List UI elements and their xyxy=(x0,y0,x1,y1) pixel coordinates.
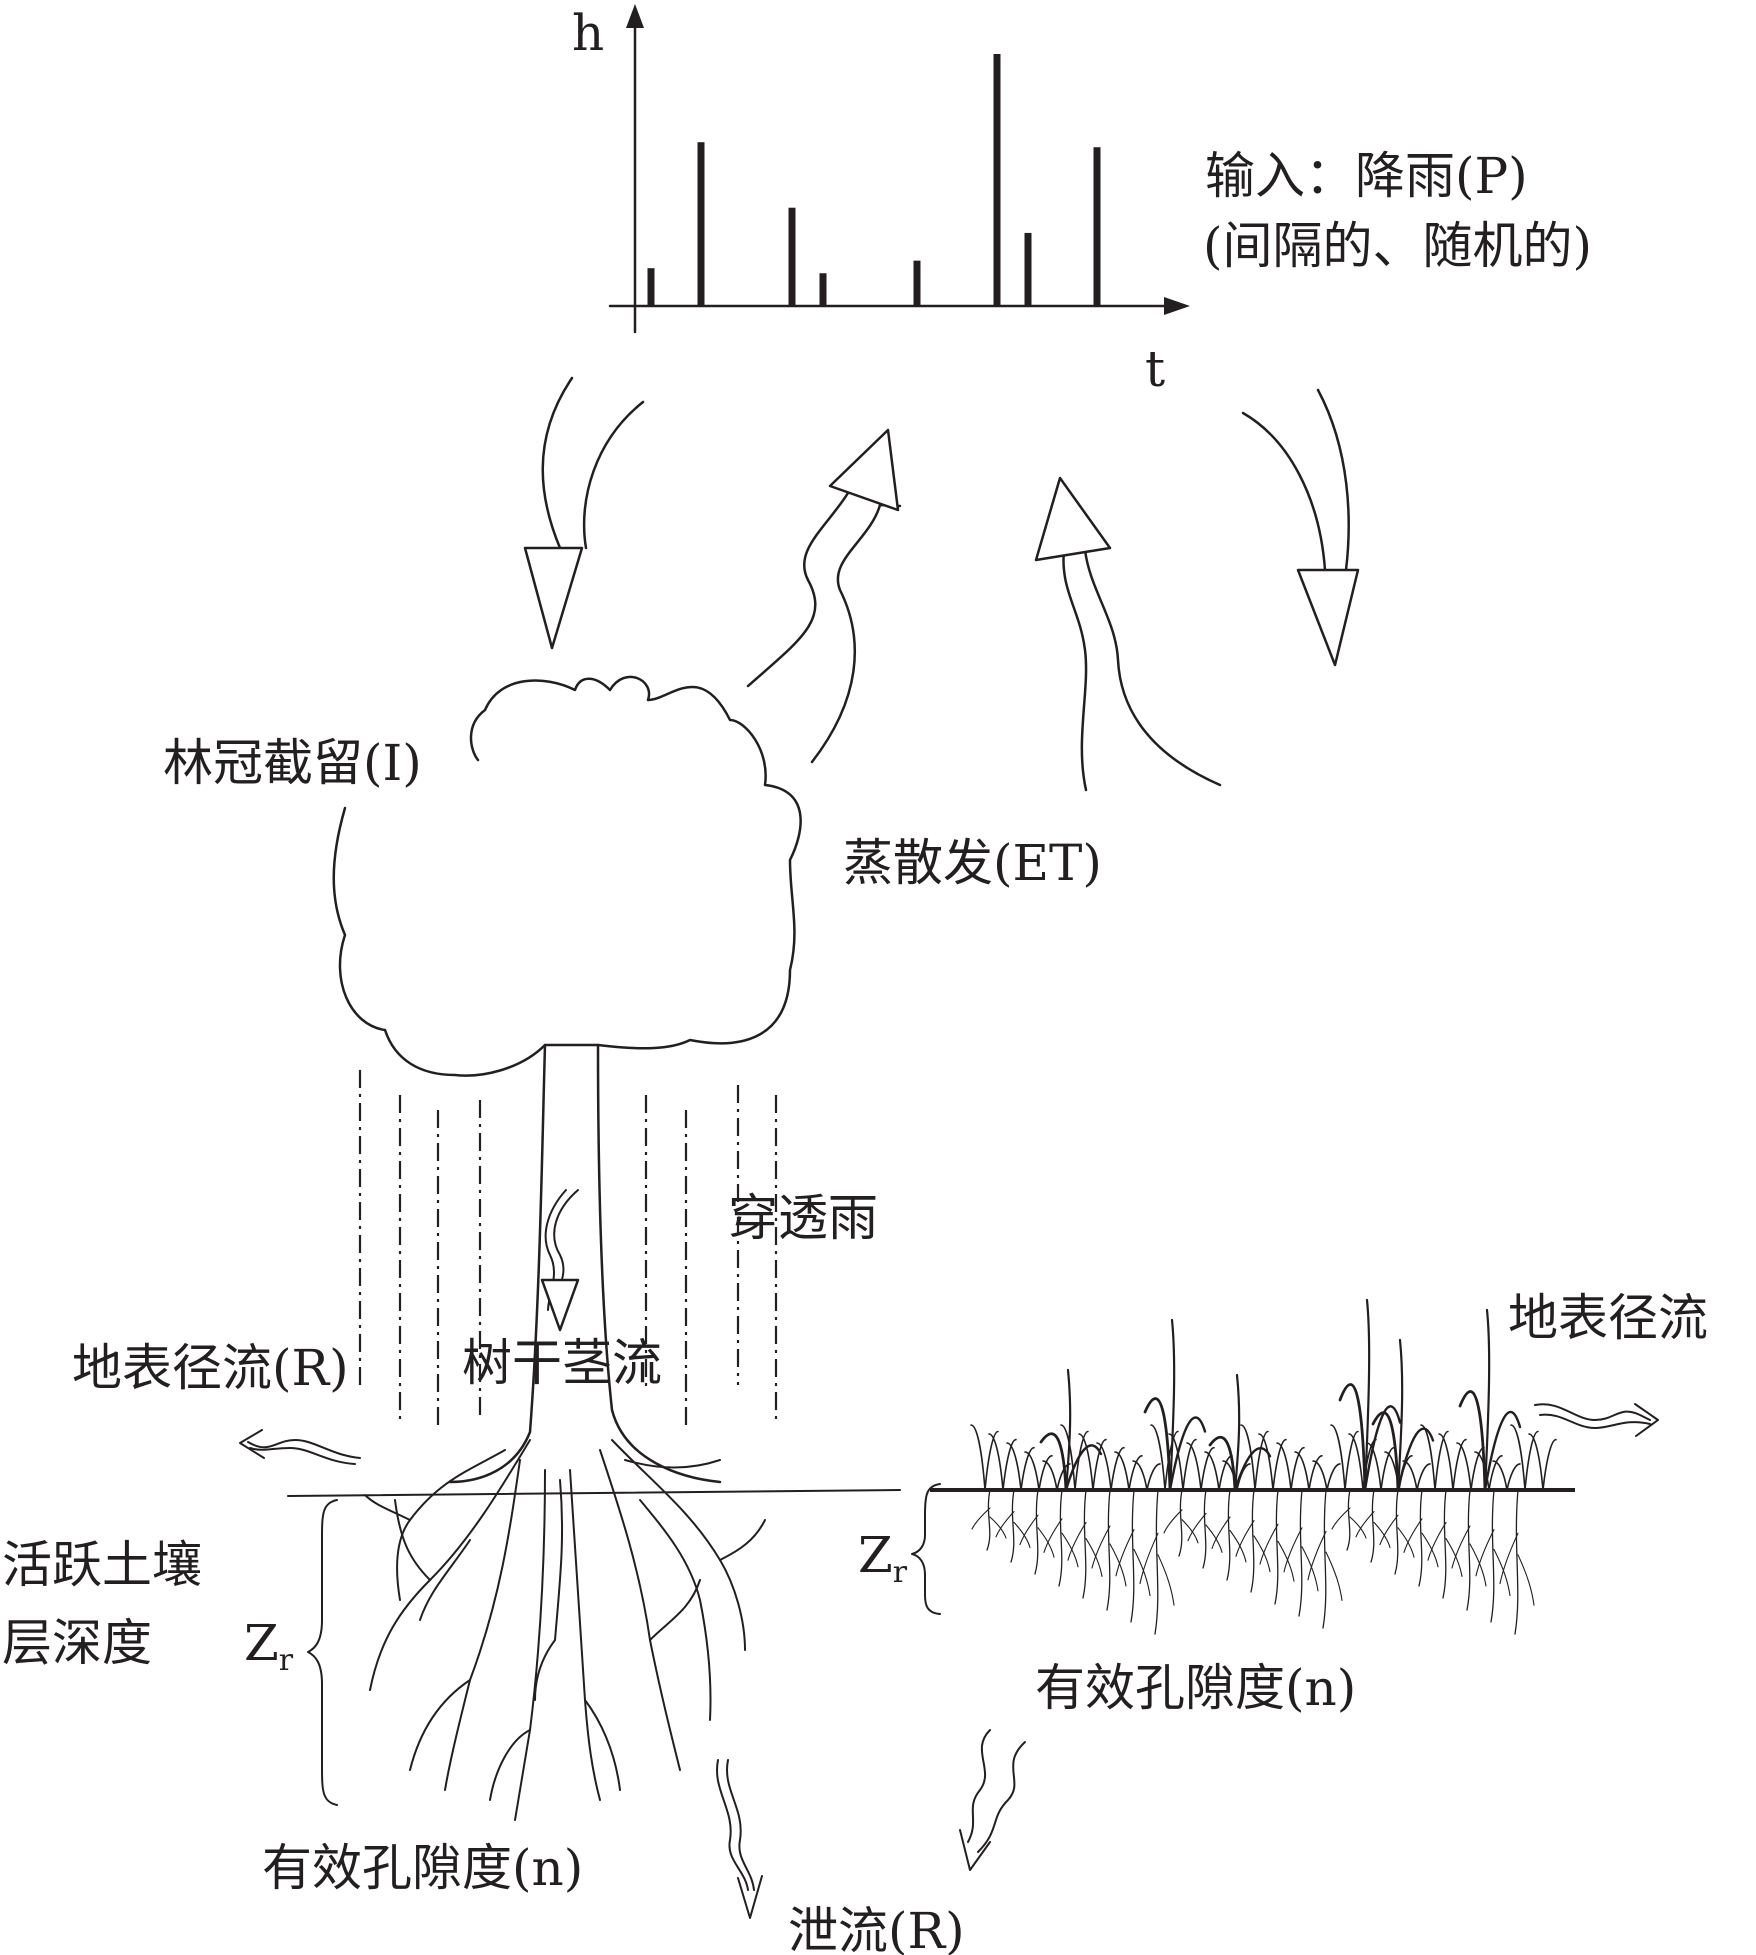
rain-arrow-left xyxy=(523,376,645,650)
chart-y-axis-arrowhead xyxy=(626,4,644,28)
evapotranspiration-label: 蒸散发(ET) xyxy=(843,834,1102,892)
grass-shoots-and-roots xyxy=(970,1298,1557,1635)
active-soil-depth-label-line1: 活跃土壤 xyxy=(2,1536,202,1594)
surface-runoff-left-arrow xyxy=(239,1429,361,1465)
chart-x-axis-label: t xyxy=(1145,340,1165,398)
porosity-right-label: 有效孔隙度(n) xyxy=(1035,1659,1356,1717)
surface-runoff-left-label: 地表径流(R) xyxy=(72,1339,349,1397)
stemflow-label: 树干茎流 xyxy=(462,1334,662,1392)
rainfall-pulse-bar xyxy=(993,54,1001,306)
evapotranspiration-arrow-right xyxy=(1034,476,1222,792)
leakage-label: 泄流(R) xyxy=(788,1902,965,1955)
leakage-arrow-right xyxy=(959,1729,1026,1871)
porosity-left-label: 有效孔隙度(n) xyxy=(262,1839,583,1897)
active-soil-depth-label-line2: 层深度 xyxy=(2,1614,152,1672)
throughfall-label: 穿透雨 xyxy=(728,1189,878,1247)
evapotranspiration-arrow-left xyxy=(746,428,902,764)
chart-x-axis-arrowhead xyxy=(1164,297,1190,315)
rainfall-pulse-bar xyxy=(913,260,921,306)
soil-depth-brace-right xyxy=(911,1483,941,1615)
rainfall-pulse-bar xyxy=(819,273,827,306)
tree-trunk-left xyxy=(448,1043,547,1484)
tree xyxy=(332,675,802,1821)
leakage-arrow-left xyxy=(716,1759,763,1919)
rainfall-pulse-bar xyxy=(788,207,796,306)
soil-depth-brace-left xyxy=(307,1499,338,1806)
surface-runoff-right-label: 地表径流 xyxy=(1508,1289,1708,1347)
surface-runoff-right-arrow xyxy=(1534,1403,1659,1437)
rainfall-input-note: (间隔的、随机的) xyxy=(1203,217,1592,275)
chart-y-axis-label: h xyxy=(572,4,604,62)
rooting-depth-symbol-right: Zr xyxy=(858,1526,908,1590)
ground-surface-left xyxy=(287,1489,901,1497)
rainfall-pulse-bar xyxy=(697,142,705,306)
grassland xyxy=(930,1298,1575,1635)
rainfall-chart: h t 输入：降雨(P) (间隔的、随机的) xyxy=(572,4,1592,398)
rainfall-input-label: 输入：降雨(P) xyxy=(1205,147,1528,205)
stemflow-arrow xyxy=(540,1189,580,1332)
tree-trunk-right xyxy=(596,1043,722,1484)
rainfall-pulse-bar xyxy=(1024,232,1032,306)
rooting-depth-symbol-left: Zr xyxy=(244,1614,294,1678)
throughfall-lines xyxy=(358,1070,778,1430)
tree-canopy xyxy=(332,675,802,1077)
rainfall-pulse-bar xyxy=(1093,147,1101,306)
rainfall-pulse-bar xyxy=(647,268,655,306)
canopy-interception-label: 林冠截留(I) xyxy=(163,734,422,792)
rainfall-bars xyxy=(647,54,1101,306)
rain-arrow-right xyxy=(1241,388,1360,667)
tree-roots xyxy=(364,1439,766,1821)
